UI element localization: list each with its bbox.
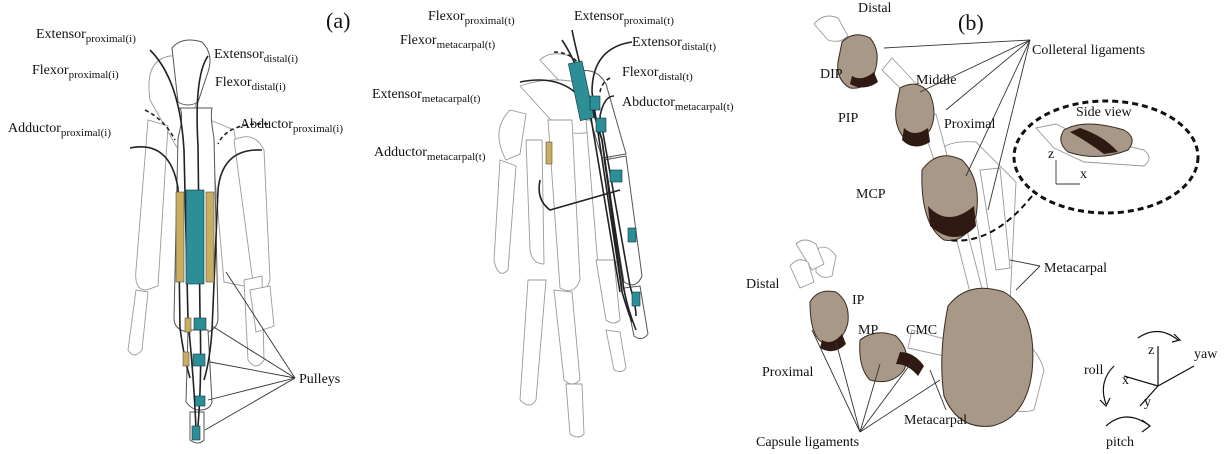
- thumb-tendon-diagram: Flexorproximal(t) Extensorproximal(t) Fl…: [372, 9, 734, 437]
- label-metacarpal-thumb: Metacarpal: [904, 413, 967, 428]
- index-finger-diagram: (a) Extensorproximal(i) Extensordistal(i…: [8, 8, 350, 443]
- pulley: [185, 318, 191, 332]
- label-side-view: Side view: [1076, 105, 1132, 120]
- roll-arrow: [1103, 366, 1114, 404]
- pulley: [596, 118, 606, 132]
- panel-label-a: (a): [326, 8, 350, 33]
- label-pulleys: Pulleys: [299, 372, 340, 387]
- metacarpal-leader: [1010, 260, 1040, 266]
- pulley: [632, 292, 640, 306]
- label-extensor-proximal-i: Extensorproximal(i): [36, 27, 136, 45]
- panel-label-b: (b): [958, 10, 984, 35]
- label-cmc: CMC: [906, 323, 937, 338]
- joint-cmc: [942, 288, 1033, 426]
- pulley: [192, 426, 200, 440]
- label-capsule-ligaments: Capsule ligaments: [756, 435, 859, 449]
- label-flexor-distal-i: Flexordistal(i): [215, 75, 286, 93]
- axis-pitch-label: pitch: [1106, 435, 1134, 449]
- label-flexor-proximal-i: Flexorproximal(i): [32, 63, 119, 81]
- finger-joints: [838, 35, 978, 241]
- label-mcp: MCP: [856, 187, 886, 202]
- label-flexor-proximal-t: Flexorproximal(t): [428, 9, 515, 27]
- axis-yaw-label: yaw: [1194, 347, 1218, 362]
- axis-x-label: x: [1122, 373, 1129, 388]
- pulley-long-right: [206, 192, 214, 282]
- label-extensor-distal-i: Extensordistal(i): [214, 47, 298, 65]
- label-distal-thumb: Distal: [746, 277, 780, 292]
- yaw-arrow: [1138, 331, 1178, 340]
- label-middle: Middle: [916, 73, 956, 88]
- label-mp: MP: [858, 323, 878, 338]
- label-ip: IP: [852, 293, 865, 308]
- label-extensor-proximal-t: Extensorproximal(t): [574, 9, 674, 27]
- label-flexor-metacarpal-t: Flexormetacarpal(t): [400, 33, 496, 51]
- pulley: [195, 396, 205, 406]
- pulley: [183, 352, 189, 366]
- axis-roll-label: roll: [1084, 363, 1104, 378]
- pulley: [193, 354, 205, 366]
- label-flexor-distal-t: Flexordistal(t): [622, 65, 693, 83]
- label-adductor-metacarpal-t: Adductormetacarpal(t): [374, 145, 486, 163]
- label-abductor-proximal-i: Abductorproximal(i): [240, 117, 343, 135]
- side-view-axis-x: x: [1080, 167, 1087, 182]
- label-proximal-finger: Proximal: [944, 117, 995, 132]
- label-metacarpal-finger: Metacarpal: [1044, 261, 1107, 276]
- joint-diagram: (b): [746, 1, 1198, 449]
- pulley: [194, 318, 206, 330]
- label-abductor-metacarpal-t: Abductormetacarpal(t): [622, 95, 734, 113]
- pulley: [628, 228, 636, 242]
- pulley-long-center: [186, 190, 204, 284]
- label-distal-finger: Distal: [858, 1, 892, 16]
- side-view-axis-z: z: [1048, 147, 1054, 162]
- axis-y-label: y: [1144, 395, 1151, 410]
- label-extensor-distal-t: Extensordistal(t): [632, 35, 716, 53]
- label-adductor-proximal-i: Adductorproximal(i): [8, 121, 111, 139]
- pulley: [610, 170, 622, 182]
- label-dip: DIP: [820, 67, 843, 82]
- label-colleteral-ligaments: Colleteral ligaments: [1032, 43, 1145, 58]
- label-pip: PIP: [838, 111, 858, 126]
- pulley: [590, 96, 600, 110]
- pulley-long-left: [176, 192, 184, 282]
- label-proximal-thumb: Proximal: [762, 365, 813, 380]
- rotation-axes: z yaw x roll y pitch: [1084, 331, 1218, 449]
- axis-z-label: z: [1148, 343, 1154, 358]
- pulley: [546, 142, 552, 164]
- label-extensor-metacarpal-t: Extensormetacarpal(t): [372, 87, 481, 105]
